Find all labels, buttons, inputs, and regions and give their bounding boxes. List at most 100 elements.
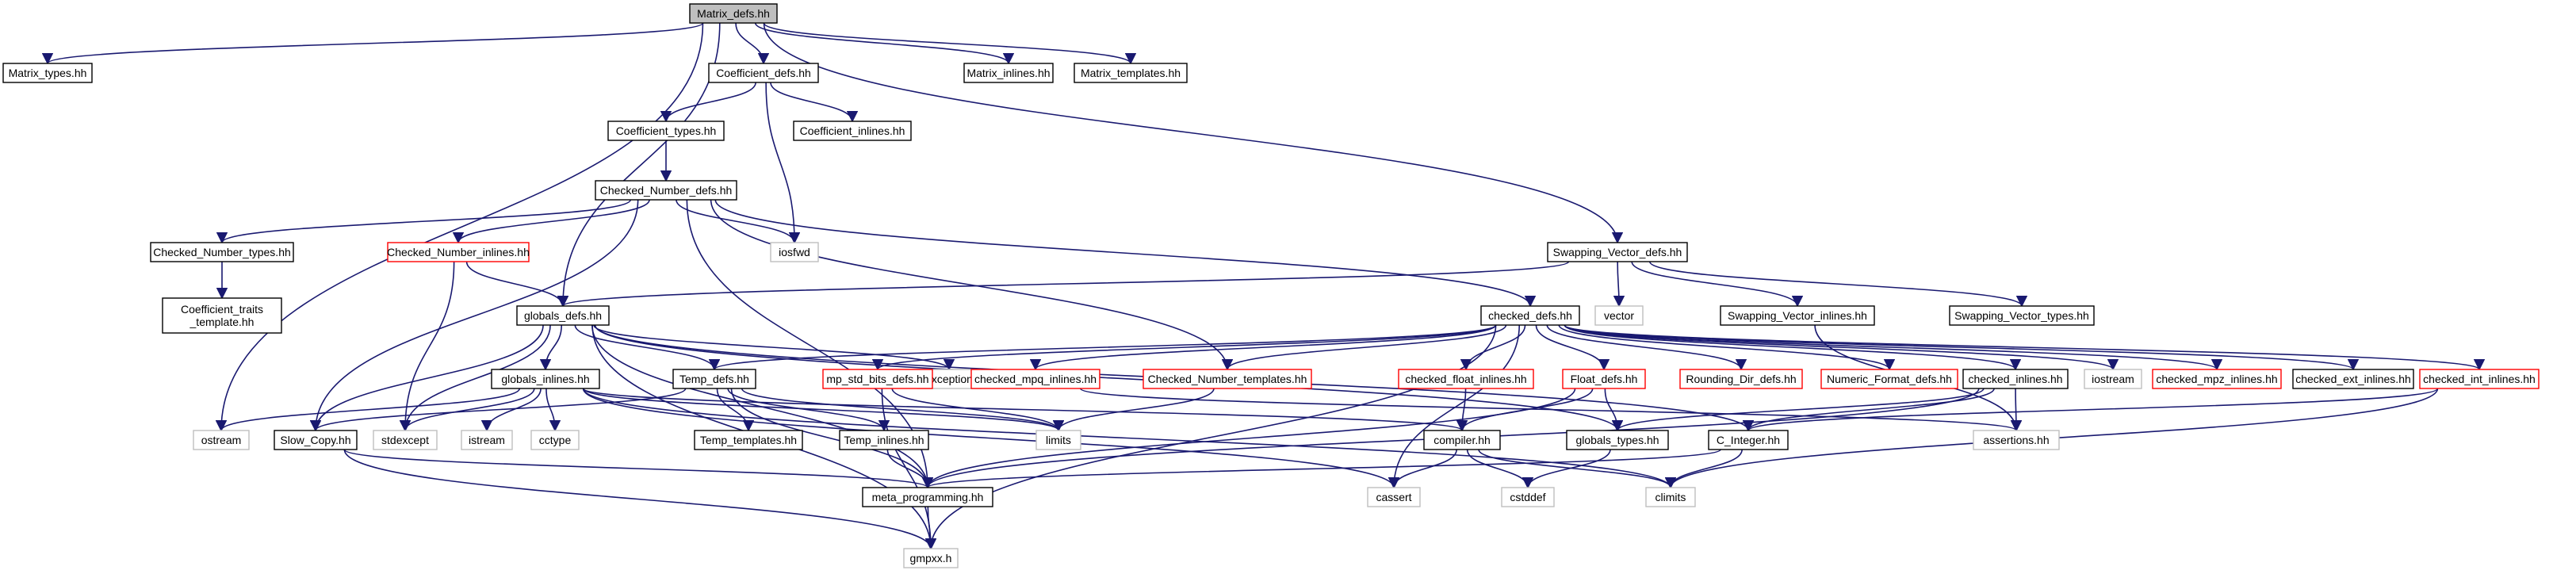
edge-globals_inlines-to-compiler [582,388,1468,432]
node-label: checked_float_inlines.hh [1405,373,1526,385]
node-coefficient-types[interactable]: Coefficient_types.hh [607,121,725,141]
node-box [963,63,1054,83]
node-cassert: cassert [1367,487,1421,507]
node-temp-inlines[interactable]: Temp_inlines.hh [839,430,929,450]
edge-coefficient_defs-to-iosfwd [765,82,801,244]
node-label: ostream [201,434,242,446]
node-label: stdexcept [381,434,429,446]
node-label: limits [1046,434,1071,446]
node-label: Float_defs.hh [1571,373,1638,385]
node-label: gmpxx.h [910,552,952,564]
node-coefficient-defs[interactable]: Coefficient_defs.hh [708,63,819,83]
node-rounding-dir-defs[interactable]: Rounding_Dir_defs.hh [1679,369,1803,389]
node-matrix-defs[interactable]: Matrix_defs.hh [689,3,778,24]
node-swapping-vector-inlines[interactable]: Swapping_Vector_inlines.hh [1720,305,1875,326]
node-compiler[interactable]: compiler.hh [1423,430,1501,450]
node-assertions: assertions.hh [1973,430,2060,450]
edge-checked_defs-to-float_defs [1535,324,1610,371]
node-box [1074,63,1188,83]
node-label: cctype [539,434,572,446]
node-temp-templates[interactable]: Temp_templates.hh [694,430,803,450]
node-label: Matrix_templates.hh [1081,67,1181,79]
node-slow-copy[interactable]: Slow_Copy.hh [274,430,358,450]
node-label: compiler.hh [1433,434,1491,446]
node-checked-number-inlines[interactable]: Checked_Number_inlines.hh [387,242,530,262]
node-limits: limits [1035,430,1081,450]
node-vector: vector [1594,305,1644,326]
edge-globals_defs-to-globals_inlines [539,324,563,371]
edge-checked_defs-to-numeric_format_defs [1558,324,1896,371]
node-label: checked_defs.hh [1488,309,1572,322]
node-label: Matrix_defs.hh [697,7,770,20]
node-numeric-format-defs[interactable]: Numeric_Format_defs.hh [1820,369,1958,389]
node-gmpxx: gmpxx.h [903,548,959,568]
node-checked-ext-inlines[interactable]: checked_ext_inlines.hh [2292,369,2414,389]
edge-c_integer-to-meta_programming [922,449,1721,489]
node-label: checked_inlines.hh [1968,373,2062,385]
node-coefficient-inlines[interactable]: Coefficient_inlines.hh [793,121,912,141]
node-box [1949,305,2095,326]
node-swapping-vector-defs[interactable]: Swapping_Vector_defs.hh [1547,242,1688,262]
node-checked-float-inlines[interactable]: checked_float_inlines.hh [1398,369,1534,389]
node-globals-types[interactable]: globals_types.hh [1566,430,1669,450]
node-box [1562,369,1646,389]
node-matrix-templates[interactable]: Matrix_templates.hh [1074,63,1188,83]
node-globals-inlines[interactable]: globals_inlines.hh [491,369,600,389]
node-box [1423,430,1501,450]
node-box [1501,487,1555,507]
node-mp-std-bits-defs[interactable]: mp_std_bits_defs.hh [822,369,933,389]
node-meta-programming[interactable]: meta_programming.hh [862,487,993,507]
node-box [2084,369,2142,389]
edge-swapping_vector_defs-to-swapping_vector_types [1649,261,2027,308]
node-box [2419,369,2540,389]
node-box [595,180,737,201]
node-checked-mpq-inlines[interactable]: checked_mpq_inlines.hh [970,369,1100,389]
node-checked-defs[interactable]: checked_defs.hh [1480,305,1580,326]
node-cctype: cctype [530,430,580,450]
node-swapping-vector-types[interactable]: Swapping_Vector_types.hh [1949,305,2095,326]
node-box [1480,305,1580,326]
edge-globals_inlines-to-stdexcept [399,388,535,432]
node-matrix-types[interactable]: Matrix_types.hh [2,63,93,83]
edge-swapping_vector_defs-to-swapping_vector_inlines [1631,261,1804,308]
node-label: climits [1655,491,1686,503]
edge-checked_defs-to-gmpxx [924,324,1497,550]
edge-matrix_defs-to-globals_defs [557,22,721,308]
node-box [970,369,1100,389]
edge-layer [42,22,2485,550]
node-globals-defs[interactable]: globals_defs.hh [516,305,610,326]
node-box [672,369,756,389]
edge-checked_defs-to-temp_defs [709,324,1497,371]
node-label: Swapping_Vector_defs.hh [1553,246,1682,258]
edge-compiler-to-climits [1478,449,1677,489]
node-checked-number-types[interactable]: Checked_Number_types.hh [150,242,294,262]
node-c-integer[interactable]: C_Integer.hh [1708,430,1789,450]
node-checked-number-defs[interactable]: Checked_Number_defs.hh [595,180,737,201]
node-checked-mpz-inlines[interactable]: checked_mpz_inlines.hh [2152,369,2282,389]
edge-globals_types-to-cstddef [1521,449,1611,489]
node-checked-int-inlines[interactable]: checked_int_inlines.hh [2419,369,2540,389]
edge-checked_number_defs-to-checked_number_templates [710,199,1234,371]
node-checked-inlines[interactable]: checked_inlines.hh [1962,369,2069,389]
node-label: cassert [1376,491,1411,503]
edge-globals_inlines-to-istream [480,388,542,432]
node-coefficient-traits[interactable]: Coefficient_traits_template.hh [162,297,282,334]
node-iosfwd: iosfwd [770,242,819,262]
edge-globals_inlines-to-cctype [545,388,561,432]
node-temp-defs[interactable]: Temp_defs.hh [672,369,756,389]
edge-checked_defs-to-checked_number_templates [1221,324,1507,371]
edge-coefficient_defs-to-coefficient_types [660,82,756,123]
edge-checked_defs-to-rounding_dir_defs [1546,324,1747,371]
node-matrix-inlines[interactable]: Matrix_inlines.hh [963,63,1054,83]
node-label: Temp_inlines.hh [844,434,924,446]
node-label: checked_int_inlines.hh [2423,373,2536,385]
node-label: Checked_Number_defs.hh [600,184,733,197]
node-box [1820,369,1958,389]
node-box [162,297,282,334]
node-checked-number-templates[interactable]: Checked_Number_templates.hh [1143,369,1312,389]
node-float-defs[interactable]: Float_defs.hh [1562,369,1646,389]
node-label: Swapping_Vector_inlines.hh [1728,309,1867,322]
node-box [1962,369,2069,389]
node-label: checked_mpz_inlines.hh [2156,373,2277,385]
